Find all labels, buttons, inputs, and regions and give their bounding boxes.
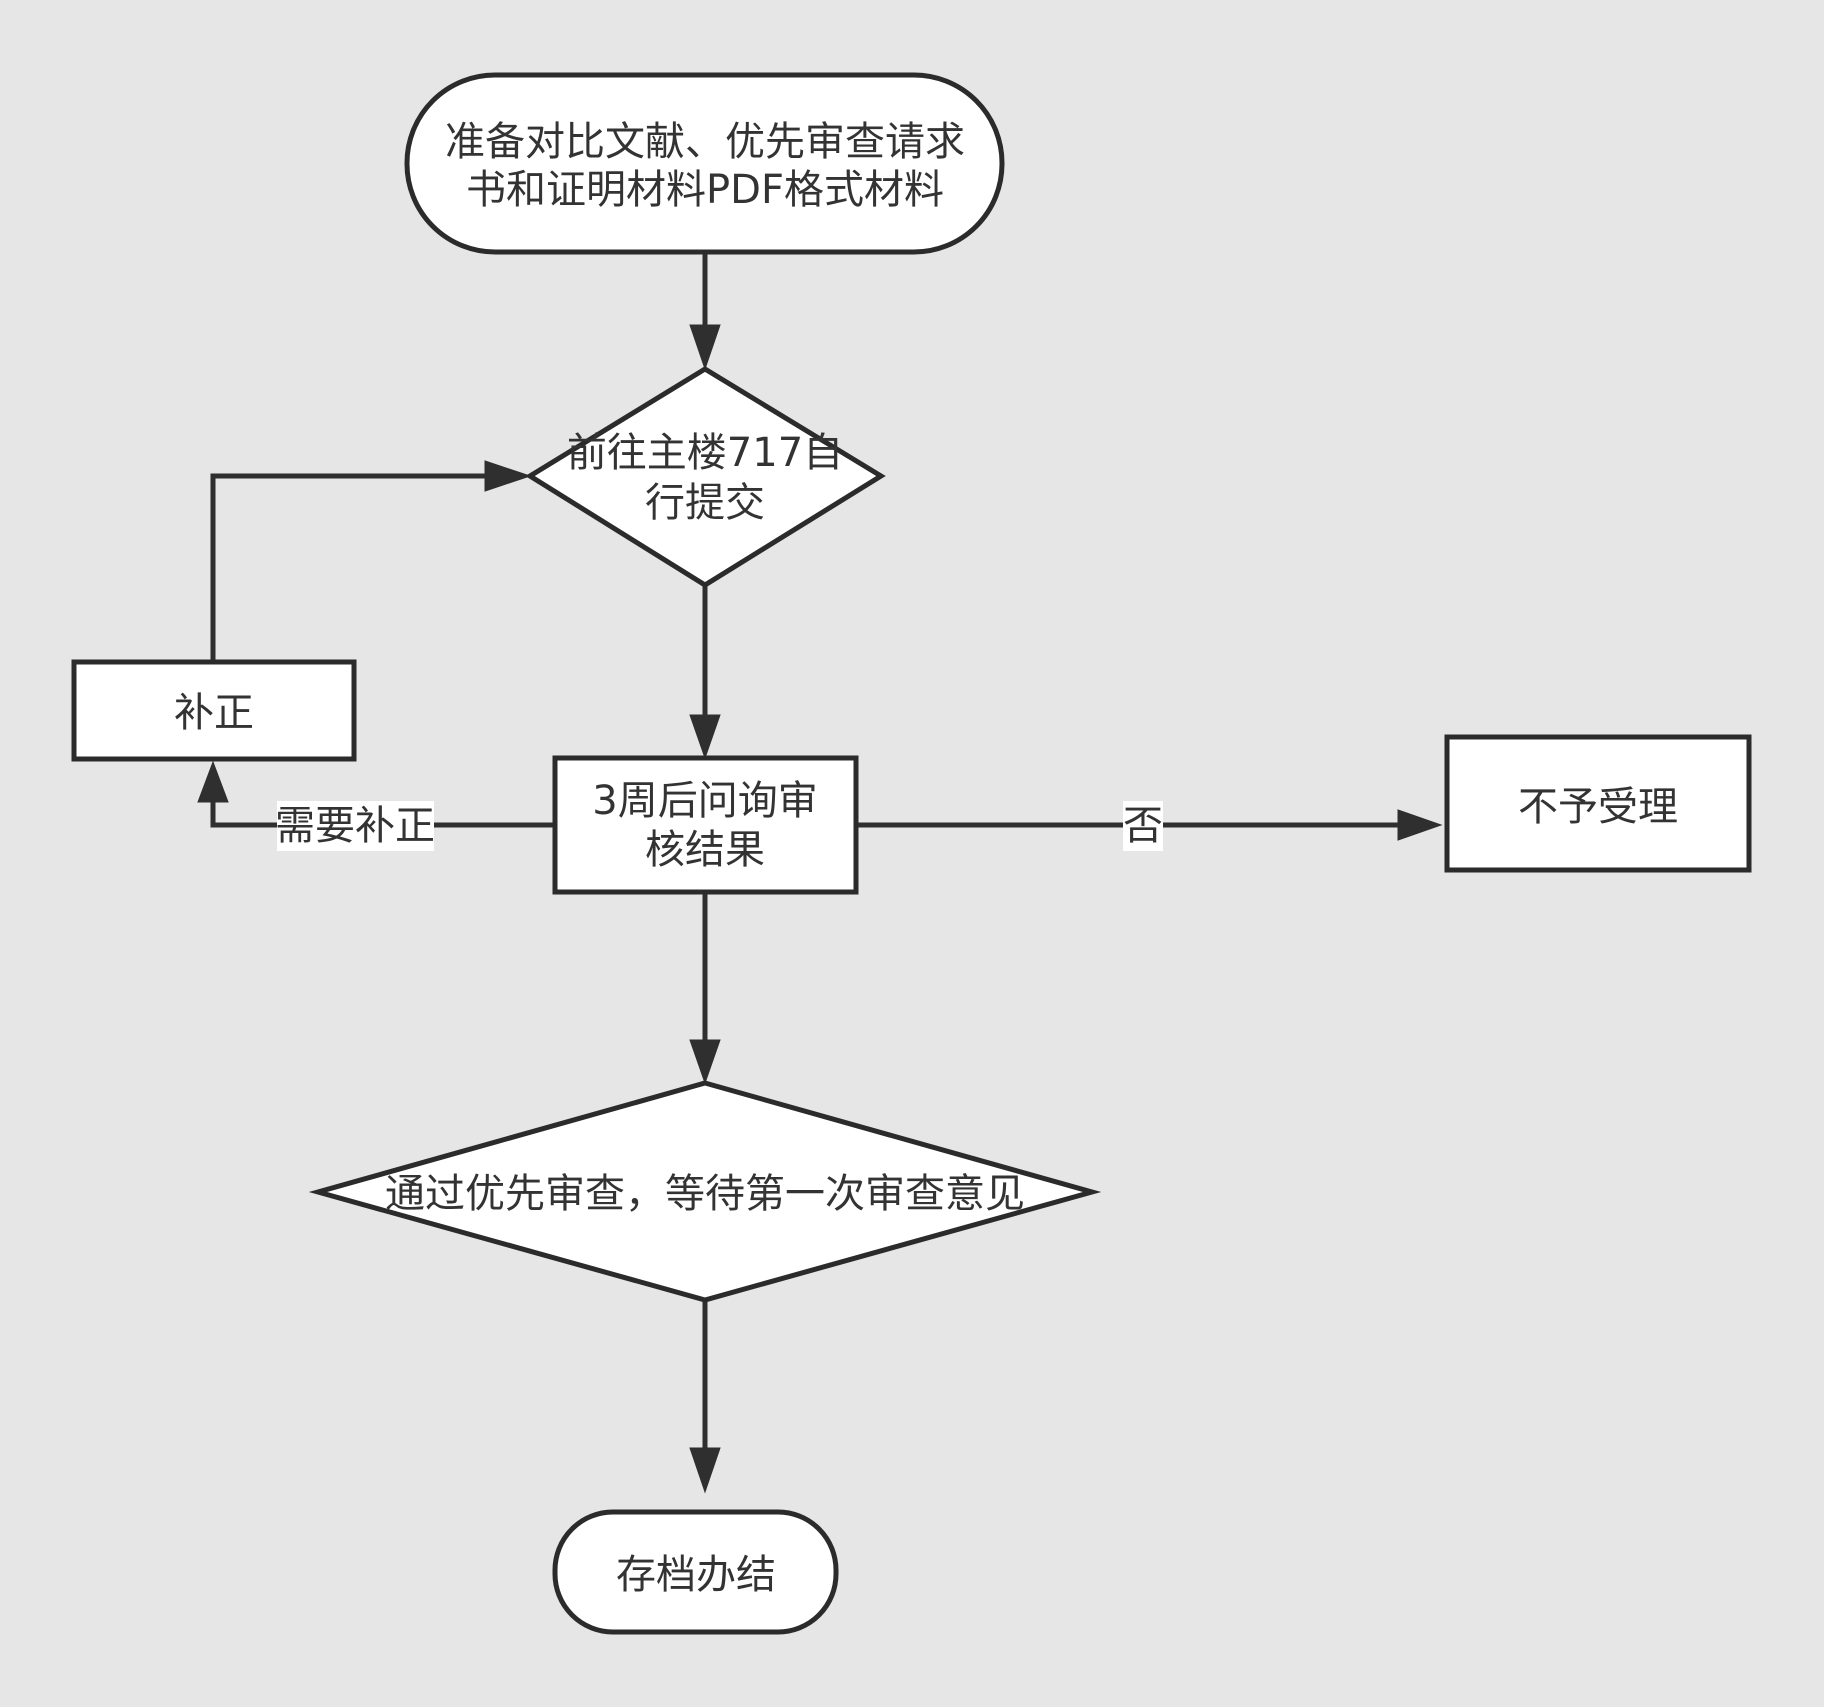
node-start: 准备对比文献、优先审查请求 书和证明材料PDF格式材料 <box>404 72 1005 255</box>
edge-submit-to-inquire <box>689 585 721 760</box>
nodes: 准备对比文献、优先审查请求 书和证明材料PDF格式材料 前往主楼717自 行提交… <box>71 72 1752 1635</box>
edge-label-no-text: 否 <box>1123 803 1163 849</box>
edge-inquire-to-correction <box>197 760 555 828</box>
node-start-line-1: 准备对比文献、优先审查请求 <box>445 119 965 165</box>
edge-label-no: 否 <box>1123 801 1163 851</box>
node-passed-text: 通过优先审查，等待第一次审查意见 <box>385 1171 1025 1217</box>
node-start-line-2: 书和证明材料PDF格式材料 <box>466 167 944 213</box>
edge-start-to-submit <box>689 252 721 371</box>
edge-passed-to-archive <box>689 1300 721 1494</box>
node-archive: 存档办结 <box>552 1509 839 1635</box>
node-submit-line-1: 前往主楼717自 <box>567 430 843 476</box>
node-inquire-line-1: 3周后问询审 <box>592 778 817 824</box>
node-archive-text: 存档办结 <box>616 1552 776 1598</box>
node-rejected-text: 不予受理 <box>1518 784 1678 830</box>
node-passed: 通过优先审查，等待第一次审查意见 <box>308 1080 1102 1303</box>
node-inquire-line-2: 核结果 <box>645 827 765 873</box>
edge-label-needs-correction-text: 需要补正 <box>275 803 435 849</box>
node-inquire: 3周后问询审 核结果 <box>552 755 859 895</box>
node-rejected: 不予受理 <box>1444 734 1752 873</box>
node-correction-text: 补正 <box>174 690 254 736</box>
node-correction: 补正 <box>71 659 357 762</box>
edge-correction-to-submit <box>210 460 532 662</box>
node-submit: 前往主楼717自 行提交 <box>525 366 886 588</box>
edge-labels: 需要补正 否 <box>275 801 1163 851</box>
edge-inquire-to-passed <box>689 892 721 1085</box>
node-submit-line-2: 行提交 <box>645 480 765 526</box>
edge-label-needs-correction: 需要补正 <box>275 801 435 851</box>
